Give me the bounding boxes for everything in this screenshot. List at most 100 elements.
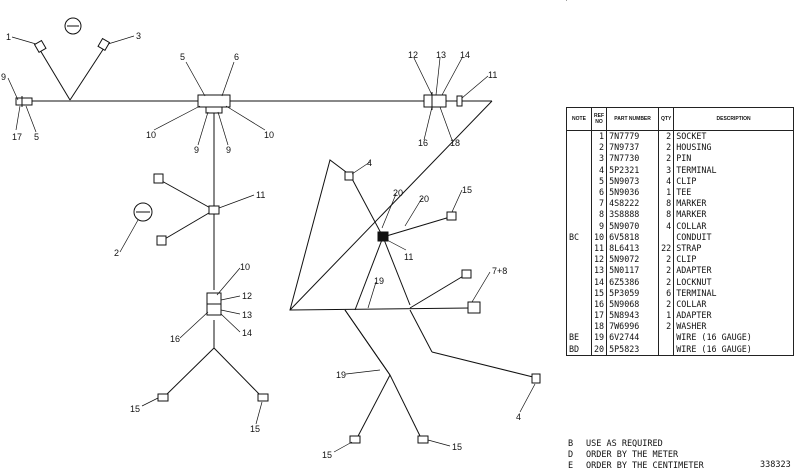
table-row: 65N90361Tee	[566, 186, 794, 199]
table-row: BD205P5823Wire (16 Gauge)	[566, 343, 794, 356]
cell-ref: 8	[590, 209, 608, 221]
strap-icon	[377, 231, 389, 242]
callout-label: 9	[226, 145, 231, 155]
note-code: D	[568, 450, 574, 460]
callout-label: 5	[180, 52, 185, 62]
callout-label: 19	[374, 276, 384, 286]
cell-desc: Marker	[673, 209, 794, 221]
callout-label: 20	[393, 188, 403, 198]
callout-leaders	[7, 35, 536, 453]
callout-label: 3	[136, 31, 141, 41]
cell-desc: Locknut	[673, 276, 794, 288]
table-row: 125N90722Clip	[566, 254, 794, 266]
callout-label: 11	[404, 252, 413, 262]
parts-table-body: 17N77792Socket27N97372Housing37N77302Pin…	[566, 130, 794, 356]
cell-ref: 16	[590, 298, 608, 310]
cell-desc: Conduit	[673, 231, 794, 243]
harness-wires	[30, 47, 538, 441]
cell-ref: 6	[590, 186, 608, 199]
table-row: BE196V2744Wire (16 Gauge)	[566, 332, 794, 344]
cell-note	[566, 276, 592, 288]
callout-label: 18	[450, 138, 460, 148]
cell-part: 6Z5386	[606, 276, 660, 288]
cell-note	[566, 242, 592, 255]
cell-desc: Strap	[673, 242, 794, 255]
callout-label: 11	[488, 70, 497, 80]
cell-desc: Housing	[673, 142, 794, 154]
cell-note: BC	[566, 231, 592, 243]
terminal-icon	[531, 373, 541, 384]
callout-label: 9	[1, 72, 6, 82]
cell-desc: Adapter	[673, 265, 794, 277]
cell-note	[566, 164, 592, 176]
cell-part: 5N0117	[606, 265, 660, 277]
cell-ref: 7	[590, 198, 608, 210]
terminal-icon	[257, 393, 269, 402]
cell-note	[566, 254, 592, 266]
table-row: 17N77792Socket	[566, 130, 794, 143]
ground-symbol-icon	[64, 17, 82, 35]
callout-label: 9	[194, 145, 199, 155]
cell-part: 5N9073	[606, 175, 660, 187]
cell-note: BE	[566, 332, 592, 344]
cell-qty: 1	[658, 186, 675, 199]
callout-label: 13	[242, 310, 252, 320]
cell-part: 5P5823	[606, 343, 660, 356]
cell-part: 5N9036	[606, 186, 660, 199]
cell-desc: Tee	[673, 186, 794, 199]
plug-icon	[97, 37, 111, 52]
cell-note	[566, 321, 592, 333]
callout-label: 15	[462, 185, 472, 195]
table-row: 27N97372Housing	[566, 142, 794, 154]
cell-ref: 9	[590, 220, 608, 232]
callout-label: 17	[12, 132, 22, 142]
cell-qty: 4	[658, 175, 675, 187]
cell-part: 5N9070	[606, 220, 660, 232]
cell-ref: 3	[590, 153, 608, 165]
tee-connector-icon	[197, 94, 231, 114]
cell-ref: 10	[590, 231, 608, 243]
cell-part: 6V2744	[606, 332, 660, 344]
cell-ref: 13	[590, 265, 608, 277]
cell-part: 7N9737	[606, 142, 660, 154]
cell-note	[566, 265, 592, 277]
cell-desc: Terminal	[673, 287, 794, 299]
cell-note	[566, 142, 592, 154]
ground-symbol-icon	[133, 202, 153, 222]
cell-part: 5N9068	[606, 298, 660, 310]
callout-label: 13	[436, 50, 446, 60]
callout-label: 10	[240, 262, 250, 272]
callout-label: 14	[242, 328, 252, 338]
cell-part: 6V5818	[606, 231, 660, 243]
cell-note	[566, 186, 592, 199]
callout-label: 4	[516, 412, 521, 422]
cell-ref: 12	[590, 254, 608, 266]
cell-desc: Wire (16 Gauge)	[673, 343, 794, 356]
plug-icon	[153, 173, 164, 184]
callout-label: 15	[130, 404, 140, 414]
header-part-number: PART NUMBER	[606, 107, 660, 131]
cell-qty: 22	[658, 242, 675, 255]
callout-label: 15	[322, 450, 332, 460]
note-text: USE AS REQUIRED	[586, 439, 663, 449]
table-row: 118L641322Strap	[566, 242, 794, 255]
cell-desc: Collar	[673, 220, 794, 232]
table-row: 83S88888Marker	[566, 209, 794, 221]
cell-ref: 4	[590, 164, 608, 176]
cell-note	[566, 153, 592, 165]
cell-qty: 4	[658, 220, 675, 232]
callout-label: 14	[460, 50, 470, 60]
cell-desc: Collar	[673, 298, 794, 310]
cell-ref: 17	[590, 310, 608, 322]
cell-qty: 2	[658, 142, 675, 154]
callout-label: 11	[256, 190, 265, 200]
cell-qty: 2	[658, 254, 675, 266]
note-code: B	[568, 439, 574, 449]
cell-part: 7N7779	[606, 130, 660, 143]
callout-label: 10	[264, 130, 274, 140]
cell-desc: Marker	[673, 198, 794, 210]
connector-icon	[423, 92, 447, 110]
connector-icon	[467, 301, 481, 314]
callout-label: 20	[419, 194, 429, 204]
